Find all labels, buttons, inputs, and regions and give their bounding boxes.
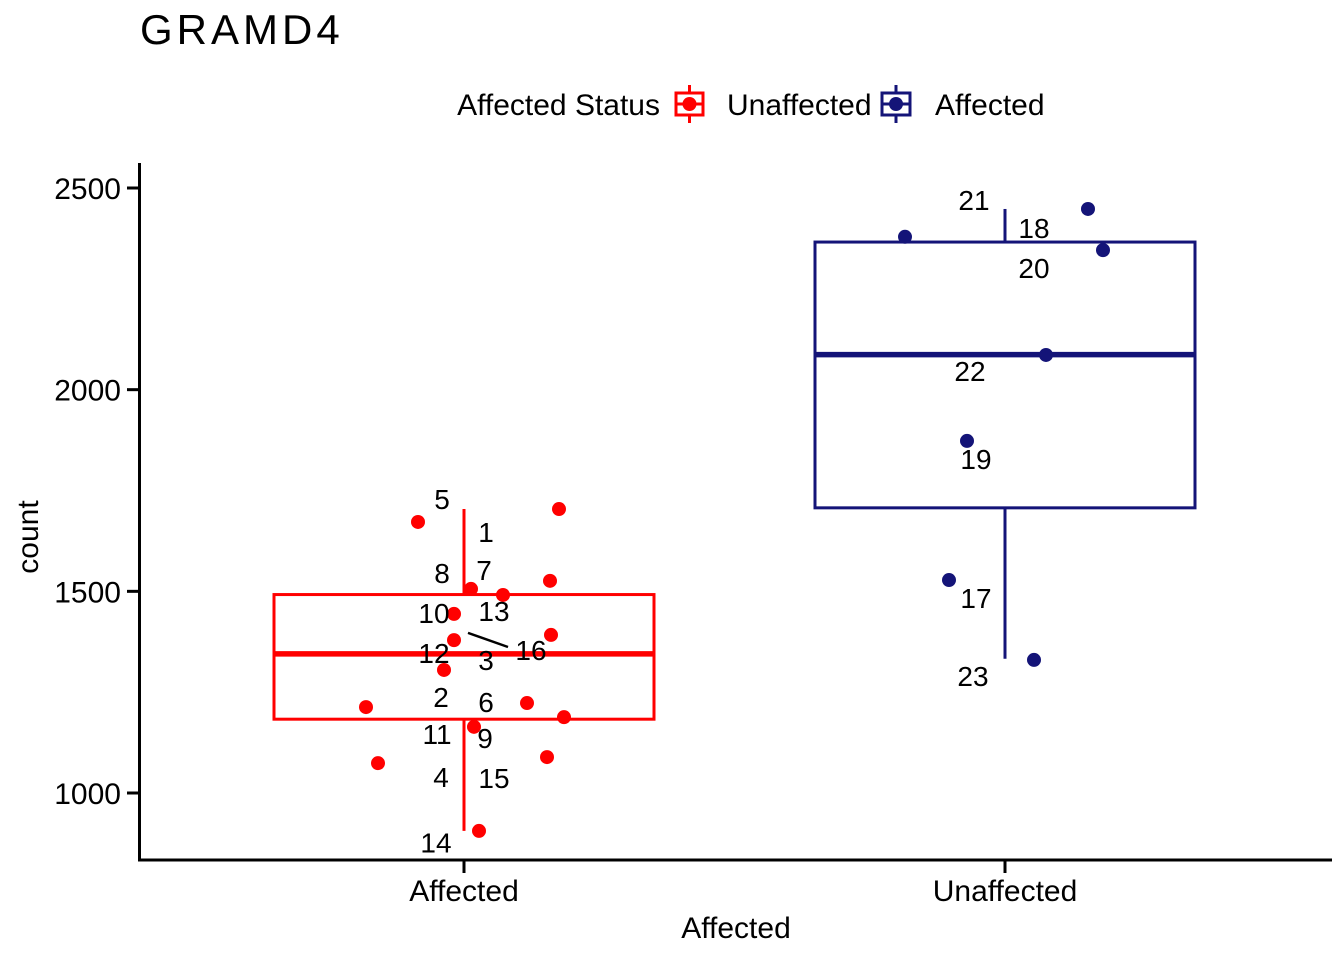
boxplot-key-affected-icon	[880, 85, 912, 123]
legend: Affected Status Unaffected Affected	[457, 85, 1045, 123]
point-label: 10	[418, 598, 449, 629]
label-leader-line	[467, 631, 509, 649]
data-point	[359, 700, 373, 715]
data-point	[371, 756, 385, 771]
legend-label-affected: Affected	[935, 89, 1045, 122]
x-tick-label: Affected	[409, 875, 519, 908]
data-point	[544, 627, 558, 642]
point-label: 19	[960, 444, 991, 475]
box	[272, 593, 656, 721]
y-tick-label: 2500	[54, 173, 121, 206]
point-label: 6	[478, 687, 494, 718]
chart-title: GRAMD4	[140, 6, 344, 53]
box	[813, 240, 1197, 510]
data-point	[557, 710, 571, 725]
point-label: 11	[422, 719, 451, 750]
boxplot-key-unaffected-icon	[674, 85, 705, 123]
data-point	[520, 696, 534, 711]
point-label: 21	[958, 185, 989, 216]
point-label: 14	[420, 828, 451, 859]
data-point	[1027, 652, 1041, 667]
data-point	[942, 573, 956, 588]
point-label: 4	[433, 762, 449, 793]
data-point	[960, 433, 974, 448]
y-tick-label: 1000	[54, 778, 121, 811]
data-point	[552, 502, 566, 517]
point-label: 1	[478, 517, 494, 548]
point-label: 8	[434, 558, 450, 589]
y-axis-title: count	[12, 500, 45, 574]
point-label: 16	[515, 635, 546, 666]
point-label: 5	[434, 484, 450, 515]
data-point	[496, 587, 510, 602]
point-label: 12	[418, 638, 449, 669]
y-tick-label: 2000	[54, 375, 121, 408]
point-label: 23	[957, 661, 988, 692]
x-tick-label: Unaffected	[933, 875, 1078, 908]
data-point	[437, 662, 451, 677]
data-point	[898, 229, 912, 244]
point-label: 7	[476, 555, 492, 586]
data-point	[411, 514, 425, 529]
y-tick-label: 1500	[54, 576, 121, 609]
point-label: 9	[477, 723, 493, 754]
data-point	[464, 581, 478, 596]
point-label: 22	[954, 356, 985, 387]
data-point	[543, 573, 557, 588]
point-label: 3	[478, 645, 494, 676]
legend-title: Affected Status	[457, 89, 660, 122]
data-point	[1096, 243, 1110, 258]
point-label: 2	[433, 682, 449, 713]
data-point	[1039, 347, 1053, 362]
point-label: 17	[960, 583, 991, 614]
data-point	[447, 633, 461, 648]
data-point	[447, 606, 461, 621]
data-point	[472, 823, 486, 838]
x-axis-title: Affected	[681, 912, 791, 945]
legend-label-unaffected: Unaffected	[727, 89, 872, 122]
point-label: 15	[478, 763, 509, 794]
point-label: 18	[1018, 213, 1049, 244]
data-point	[540, 750, 554, 765]
data-point	[467, 719, 481, 734]
point-label: 13	[478, 596, 509, 627]
data-point	[1081, 201, 1095, 216]
point-label: 20	[1018, 253, 1049, 284]
